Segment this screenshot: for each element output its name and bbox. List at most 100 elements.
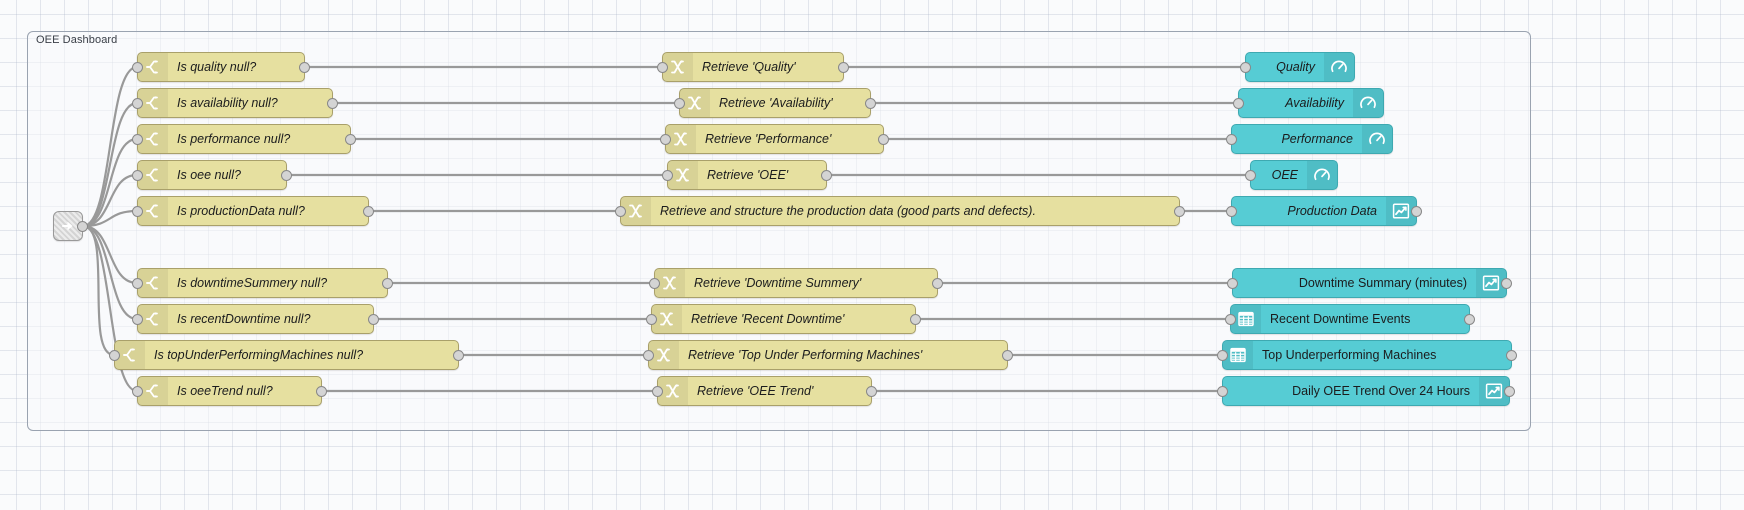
switch-node-is-topunderperformingmachines-null[interactable]: Is topUnderPerformingMachines null? bbox=[109, 340, 464, 370]
switch-icon bbox=[115, 341, 145, 369]
switch-node-is-quality-null-input-port[interactable] bbox=[132, 61, 143, 73]
dashboard-node-daily-oee-trend-over-24-hours-output-port[interactable] bbox=[1504, 385, 1515, 397]
function-node-retrieve-top-under-performing-machines[interactable]: Retrieve 'Top Under Performing Machines' bbox=[643, 340, 1013, 370]
function-node-retrieve-and-structure-the-production-data-goo-output-port[interactable] bbox=[1174, 205, 1185, 217]
function-node-retrieve-top-under-performing-machines-output-port[interactable] bbox=[1002, 349, 1013, 361]
dashboard-node-top-underperforming-machines-output-port[interactable] bbox=[1506, 349, 1517, 361]
function-node-retrieve-oee[interactable]: Retrieve 'OEE' bbox=[662, 160, 832, 190]
table-icon bbox=[1223, 341, 1253, 369]
switch-icon bbox=[138, 197, 168, 225]
switch-node-is-quality-null[interactable]: Is quality null? bbox=[132, 52, 310, 82]
shuffle-icon bbox=[652, 305, 682, 333]
chart-icon bbox=[1476, 269, 1506, 297]
dashboard-node-quality-input-port[interactable] bbox=[1240, 61, 1251, 73]
switch-node-is-productiondata-null[interactable]: Is productionData null? bbox=[132, 196, 374, 226]
dashboard-node-top-underperforming-machines-input-port[interactable] bbox=[1217, 349, 1228, 361]
dashboard-node-production-data-output-port[interactable] bbox=[1411, 205, 1422, 217]
switch-node-is-productiondata-null-label: Is productionData null? bbox=[177, 204, 305, 218]
switch-node-is-availability-null-input-port[interactable] bbox=[132, 97, 143, 109]
dashboard-node-quality[interactable]: Quality bbox=[1240, 52, 1355, 82]
switch-node-is-oee-null-input-port[interactable] bbox=[132, 169, 143, 181]
switch-node-is-recentdowntime-null-input-port[interactable] bbox=[132, 313, 143, 325]
dashboard-node-oee[interactable]: OEE bbox=[1245, 160, 1338, 190]
shuffle-icon bbox=[663, 53, 693, 81]
function-node-retrieve-downtime-summery-input-port[interactable] bbox=[649, 277, 660, 289]
function-node-retrieve-top-under-performing-machines-input-port[interactable] bbox=[643, 349, 654, 361]
function-node-retrieve-downtime-summery-label: Retrieve 'Downtime Summery' bbox=[694, 276, 862, 290]
function-node-retrieve-oee-input-port[interactable] bbox=[662, 169, 673, 181]
dashboard-node-performance-input-port[interactable] bbox=[1226, 133, 1237, 145]
function-node-retrieve-oee-trend-input-port[interactable] bbox=[652, 385, 663, 397]
function-node-retrieve-and-structure-the-production-data-goo-label: Retrieve and structure the production da… bbox=[660, 204, 1036, 218]
dashboard-node-daily-oee-trend-over-24-hours-label: Daily OEE Trend Over 24 Hours bbox=[1292, 384, 1470, 398]
switch-node-is-availability-null-label: Is availability null? bbox=[177, 96, 278, 110]
link-in-node[interactable] bbox=[53, 211, 88, 241]
switch-node-is-downtimesummery-null-label: Is downtimeSummery null? bbox=[177, 276, 328, 290]
switch-node-is-topunderperformingmachines-null-output-port[interactable] bbox=[453, 349, 464, 361]
switch-node-is-recentdowntime-null[interactable]: Is recentDowntime null? bbox=[132, 304, 379, 334]
switch-node-is-oeetrend-null-input-port[interactable] bbox=[132, 385, 143, 397]
switch-node-is-downtimesummery-null-output-port[interactable] bbox=[382, 277, 393, 289]
dashboard-node-downtime-summary-minutes[interactable]: Downtime Summary (minutes) bbox=[1227, 268, 1512, 298]
dashboard-node-recent-downtime-events[interactable]: Recent Downtime Events bbox=[1225, 304, 1475, 334]
function-node-retrieve-and-structure-the-production-data-goo[interactable]: Retrieve and structure the production da… bbox=[615, 196, 1185, 226]
switch-node-is-productiondata-null-input-port[interactable] bbox=[132, 205, 143, 217]
function-node-retrieve-recent-downtime-output-port[interactable] bbox=[910, 313, 921, 325]
function-node-retrieve-quality-output-port[interactable] bbox=[838, 61, 849, 73]
function-node-retrieve-availability-output-port[interactable] bbox=[865, 97, 876, 109]
switch-node-is-recentdowntime-null-output-port[interactable] bbox=[368, 313, 379, 325]
link-in-node-output-port[interactable] bbox=[77, 220, 88, 232]
dashboard-node-top-underperforming-machines[interactable]: Top Underperforming Machines bbox=[1217, 340, 1517, 370]
function-node-retrieve-and-structure-the-production-data-goo-input-port[interactable] bbox=[615, 205, 626, 217]
dashboard-node-availability-input-port[interactable] bbox=[1233, 97, 1244, 109]
switch-node-is-productiondata-null-output-port[interactable] bbox=[363, 205, 374, 217]
function-node-retrieve-oee-trend[interactable]: Retrieve 'OEE Trend' bbox=[652, 376, 877, 406]
dashboard-node-production-data-input-port[interactable] bbox=[1226, 205, 1237, 217]
dashboard-node-oee-input-port[interactable] bbox=[1245, 169, 1256, 181]
function-node-retrieve-top-under-performing-machines-label: Retrieve 'Top Under Performing Machines' bbox=[688, 348, 923, 362]
function-node-retrieve-oee-trend-output-port[interactable] bbox=[866, 385, 877, 397]
dashboard-node-daily-oee-trend-over-24-hours[interactable]: Daily OEE Trend Over 24 Hours bbox=[1217, 376, 1515, 406]
dashboard-node-quality-label: Quality bbox=[1276, 60, 1315, 74]
switch-node-is-performance-null[interactable]: Is performance null? bbox=[132, 124, 356, 154]
function-node-retrieve-quality[interactable]: Retrieve 'Quality' bbox=[657, 52, 849, 82]
function-node-retrieve-availability[interactable]: Retrieve 'Availability' bbox=[674, 88, 876, 118]
switch-node-is-performance-null-output-port[interactable] bbox=[345, 133, 356, 145]
function-node-retrieve-oee-label: Retrieve 'OEE' bbox=[707, 168, 789, 182]
shuffle-icon bbox=[680, 89, 710, 117]
function-node-retrieve-availability-input-port[interactable] bbox=[674, 97, 685, 109]
switch-node-is-downtimesummery-null-input-port[interactable] bbox=[132, 277, 143, 289]
dashboard-node-recent-downtime-events-input-port[interactable] bbox=[1225, 313, 1236, 325]
switch-node-is-availability-null-output-port[interactable] bbox=[327, 97, 338, 109]
shuffle-icon bbox=[658, 377, 688, 405]
switch-node-is-oee-null-output-port[interactable] bbox=[281, 169, 292, 181]
switch-node-is-oeetrend-null[interactable]: Is oeeTrend null? bbox=[132, 376, 327, 406]
dashboard-node-availability[interactable]: Availability bbox=[1233, 88, 1384, 118]
function-node-retrieve-performance-input-port[interactable] bbox=[660, 133, 671, 145]
switch-node-is-downtimesummery-null[interactable]: Is downtimeSummery null? bbox=[132, 268, 393, 298]
function-node-retrieve-performance[interactable]: Retrieve 'Performance' bbox=[660, 124, 889, 154]
function-node-retrieve-downtime-summery-output-port[interactable] bbox=[932, 277, 943, 289]
dashboard-node-daily-oee-trend-over-24-hours-input-port[interactable] bbox=[1217, 385, 1228, 397]
function-node-retrieve-oee-output-port[interactable] bbox=[821, 169, 832, 181]
function-node-retrieve-recent-downtime[interactable]: Retrieve 'Recent Downtime' bbox=[646, 304, 921, 334]
dashboard-node-recent-downtime-events-output-port[interactable] bbox=[1464, 313, 1475, 325]
switch-icon bbox=[138, 161, 168, 189]
function-node-retrieve-performance-output-port[interactable] bbox=[878, 133, 889, 145]
switch-node-is-availability-null[interactable]: Is availability null? bbox=[132, 88, 338, 118]
function-node-retrieve-performance-label: Retrieve 'Performance' bbox=[705, 132, 832, 146]
dashboard-node-downtime-summary-minutes-label: Downtime Summary (minutes) bbox=[1298, 276, 1467, 290]
function-node-retrieve-quality-input-port[interactable] bbox=[657, 61, 668, 73]
switch-node-is-oee-null[interactable]: Is oee null? bbox=[132, 160, 292, 190]
switch-node-is-topunderperformingmachines-null-input-port[interactable] bbox=[109, 349, 120, 361]
switch-node-is-oeetrend-null-output-port[interactable] bbox=[316, 385, 327, 397]
dashboard-node-production-data[interactable]: Production Data bbox=[1226, 196, 1422, 226]
dashboard-node-downtime-summary-minutes-output-port[interactable] bbox=[1501, 277, 1512, 289]
dashboard-node-performance[interactable]: Performance bbox=[1226, 124, 1393, 154]
switch-node-is-performance-null-input-port[interactable] bbox=[132, 133, 143, 145]
function-node-retrieve-downtime-summery[interactable]: Retrieve 'Downtime Summery' bbox=[649, 268, 943, 298]
switch-node-is-quality-null-output-port[interactable] bbox=[299, 61, 310, 73]
switch-node-is-quality-null-label: Is quality null? bbox=[177, 60, 257, 74]
dashboard-node-downtime-summary-minutes-input-port[interactable] bbox=[1227, 277, 1238, 289]
function-node-retrieve-recent-downtime-input-port[interactable] bbox=[646, 313, 657, 325]
